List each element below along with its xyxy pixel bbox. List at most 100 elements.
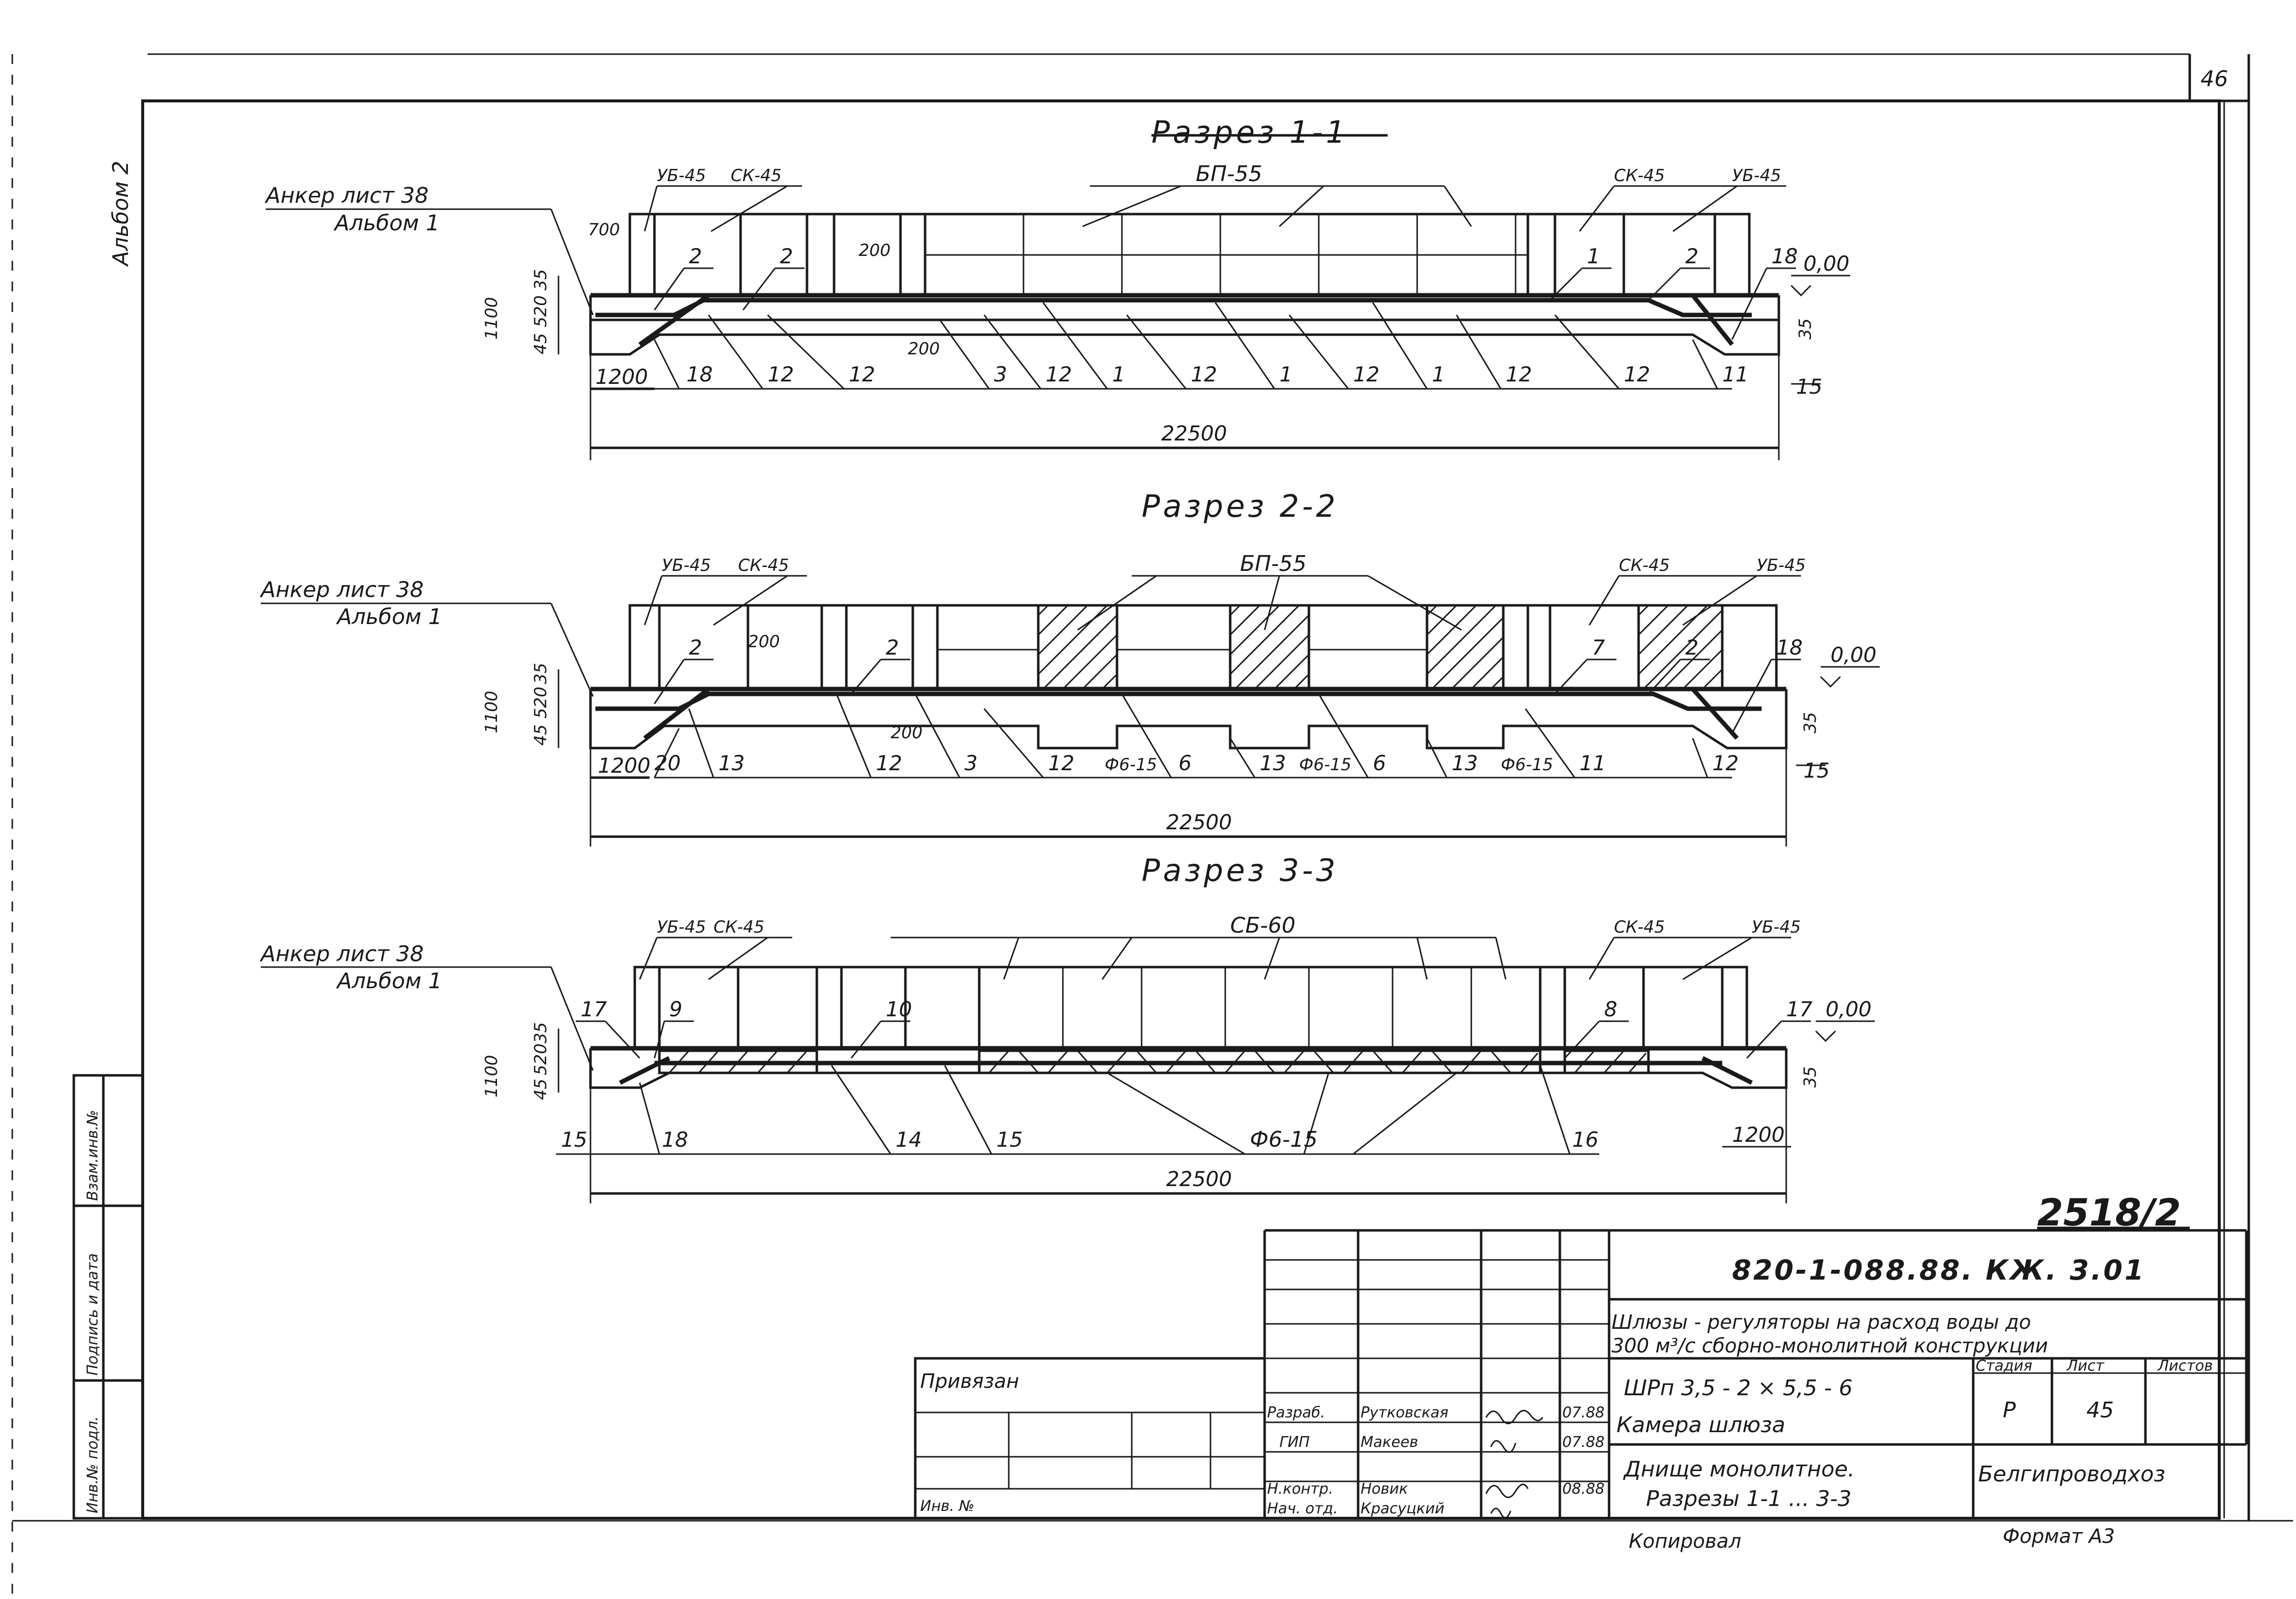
bottom-label: Ф6-15 (1250, 1127, 1318, 1152)
top-label: УБ-45 (1752, 917, 1801, 937)
section-1-1: Разрез 1-1 Анкер лист 38 Альбом 1 (264, 114, 1850, 460)
role: ГИП (1279, 1434, 1310, 1451)
anchor-label: Анкер лист 38 (259, 577, 424, 602)
hatch-infill (658, 1049, 1650, 1074)
object-line-1: ШРп 3,5 - 2 × 5,5 - 6 (1624, 1376, 1853, 1401)
upper-mark: 2 (1685, 244, 1699, 268)
top-label: СК-45 (1614, 166, 1665, 186)
inv-label: Инв. № (920, 1498, 974, 1515)
project-title-1: Шлюзы - регуляторы на расход воды до (1612, 1311, 2031, 1334)
top-label: УБ-45 (662, 556, 711, 575)
bottom-label: 12 (1712, 751, 1738, 775)
sheet-name-2: Разрезы 1-1 ... 3-3 (1646, 1486, 1852, 1511)
upper-mark: 17 (1786, 997, 1813, 1021)
upper-mark: 9 (669, 997, 683, 1021)
sheet-value: 45 (2086, 1398, 2114, 1423)
sheet-frame (11, 53, 2293, 1595)
signature (1490, 1440, 1517, 1453)
top-label: СБ-60 (1230, 913, 1296, 938)
side-stamp-text-3: Взам.инв.№ (84, 1110, 101, 1201)
format-label: Формат А3 (2003, 1525, 2115, 1548)
anchor-label: Анкер лист 38 (259, 941, 424, 967)
anchor-album: Альбом 1 (333, 211, 439, 236)
anchor-label: Анкер лист 38 (264, 183, 429, 208)
bottom-label: 13 (1260, 751, 1286, 775)
bottom-label: Ф6-15 (1105, 755, 1157, 775)
dim-35-right: 35 (1800, 1066, 1820, 1088)
dim-overall: 22500 (1166, 810, 1232, 834)
person-name: Макеев (1361, 1434, 1418, 1451)
dim-left-part: 1200 (598, 753, 651, 778)
dim-overall: 22500 (1161, 421, 1227, 445)
dim-35: 35 (531, 269, 551, 290)
bottom-label: Ф6-15 (1299, 755, 1351, 775)
stage-value: Р (2003, 1398, 2016, 1423)
bottom-label: 14 (896, 1128, 922, 1152)
signature (1485, 1410, 1544, 1424)
dim-15: 15 (1803, 758, 1830, 783)
dim-top-block: 700 (588, 220, 620, 240)
bottom-label: 1 (1112, 362, 1125, 386)
side-stamp-text-2: Подпись и дата (84, 1254, 101, 1376)
dim-45: 45 (531, 1079, 551, 1100)
role: Разраб. (1267, 1404, 1325, 1421)
sign-date: 08.88 (1562, 1480, 1605, 1498)
bottom-label: 12 (1046, 362, 1072, 386)
dim-35-right: 35 (1800, 712, 1820, 733)
bottom-label: 15 (996, 1128, 1023, 1152)
bottom-label: 12 (876, 751, 902, 775)
bottom-label: 11 (1580, 751, 1606, 775)
bottom-label: 1 (1279, 362, 1293, 386)
dim-35: 35 (531, 663, 551, 684)
section-2-2: Разрез 2-2 Анкер лист 38 Альбом 1 (259, 488, 1880, 847)
dim-35-right: 35 (1796, 318, 1815, 340)
title-block: Привязан Инв. № Разраб. Рутковская 07.88… (914, 1229, 2248, 1553)
col-sheets: Листов (2157, 1357, 2213, 1375)
album-label: Альбом 2 (108, 161, 133, 267)
bottom-label: 16 (1572, 1128, 1598, 1152)
bottom-label: 18 (662, 1128, 688, 1152)
bottom-label: 1200 (1732, 1123, 1785, 1147)
upper-mark: 2 (689, 244, 702, 268)
signature (1490, 1507, 1512, 1519)
sheet-number: 46 (2201, 66, 2228, 92)
dim-h-total: 1100 (482, 1055, 501, 1097)
bottom-label: 12 (1048, 751, 1074, 775)
dim-200a: 200 (859, 241, 891, 260)
bottom-label: 13 (1452, 751, 1478, 775)
section-title: Разрез 2-2 (1142, 488, 1338, 524)
bottom-label: 12 (768, 362, 794, 386)
upper-mark: 2 (1685, 635, 1699, 659)
bottom-label: 6 (1373, 751, 1386, 775)
dim-overall: 22500 (1166, 1167, 1232, 1191)
upper-mark: 8 (1604, 997, 1617, 1021)
bottom-label: 15 (561, 1128, 587, 1152)
top-label: СК-45 (714, 917, 764, 937)
bottom-label: 11 (1722, 362, 1748, 386)
section-title: Разрез 1-1 (1151, 114, 1348, 150)
section-title: Разрез 3-3 (1142, 852, 1338, 888)
top-label: УБ-45 (1757, 556, 1806, 575)
upper-mark: 2 (780, 244, 793, 268)
dim-520: 520 (531, 1043, 551, 1075)
dim-520: 520 (531, 295, 551, 327)
top-label: СК-45 (738, 556, 789, 575)
sign-date: 07.88 (1562, 1404, 1605, 1421)
role: Нач. отд. (1267, 1500, 1338, 1517)
section-3-3: Разрез 3-3 Анкер лист 38 Альбом 1 (259, 852, 1875, 1203)
anchor-album: Альбом 1 (336, 604, 442, 629)
bottom-label: 3 (994, 362, 1007, 386)
doc-code: 820-1-088.88. КЖ. 3.01 (1732, 1254, 2145, 1286)
bottom-label: 13 (718, 751, 745, 775)
project-title-2: 300 м³/с сборно-монолитной конструкции (1612, 1335, 2048, 1357)
upper-mark: 1 (1587, 244, 1600, 268)
col-sheet: Лист (2066, 1357, 2105, 1375)
dim-h-total: 1100 (482, 690, 501, 733)
level-mark: 0,00 (1826, 997, 1872, 1021)
upper-mark: 18 (1776, 635, 1802, 659)
anchor-album: Альбом 1 (336, 969, 442, 994)
upper-mark: 7 (1592, 635, 1605, 659)
top-label: УБ-45 (1732, 166, 1781, 186)
object-line-2: Камера шлюза (1616, 1412, 1785, 1438)
